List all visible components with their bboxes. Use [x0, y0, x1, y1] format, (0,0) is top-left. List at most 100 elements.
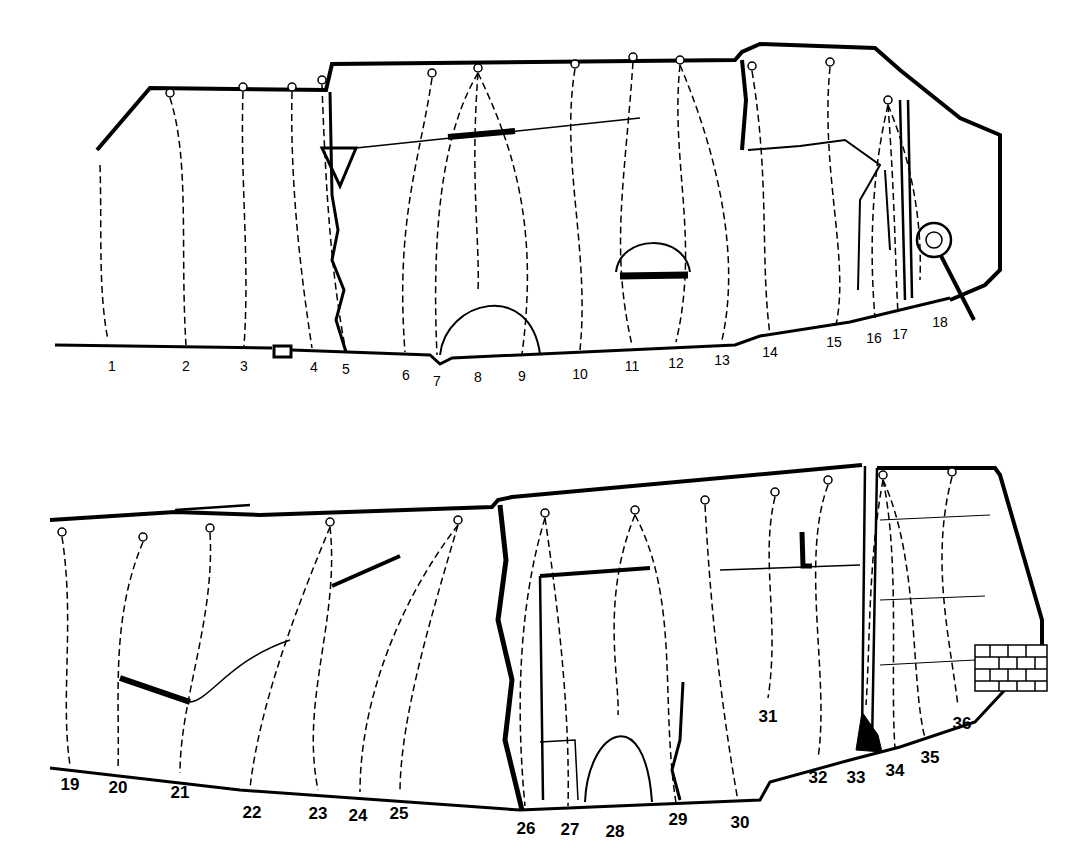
anchor: [139, 533, 147, 541]
route-line: [118, 542, 143, 768]
anchor: [326, 518, 334, 526]
callout-number: 21: [171, 784, 190, 801]
tree-crown: [917, 223, 951, 257]
callout-number: 4: [310, 360, 318, 374]
route-line: [828, 67, 840, 325]
anchor: [884, 96, 892, 104]
route-line: [942, 477, 958, 706]
route-line: [478, 73, 527, 354]
callout-number: 31: [759, 708, 778, 725]
route-line: [883, 480, 925, 738]
anchor: [541, 509, 549, 517]
route-line: [313, 527, 331, 790]
block: [540, 740, 578, 800]
anchors: [58, 468, 956, 541]
cave: [856, 712, 882, 752]
ground-line: [55, 298, 950, 364]
callout-number: 12: [668, 356, 684, 370]
route-line: [621, 62, 633, 345]
callout-number: 16: [866, 331, 882, 345]
route-line: [635, 515, 676, 803]
dark-hold: [620, 275, 688, 276]
anchor: [748, 62, 756, 70]
dark-band: [120, 678, 190, 702]
anchor: [166, 89, 174, 97]
crack: [672, 682, 683, 800]
callout-number: 13: [714, 353, 730, 367]
route-line: [400, 525, 458, 793]
anchors: [166, 53, 892, 104]
overhang: [175, 505, 250, 510]
anchor: [826, 58, 834, 66]
anchor: [948, 468, 956, 476]
route-line: [752, 71, 770, 335]
crack: [330, 92, 346, 352]
route-line: [250, 527, 330, 788]
callout-number: 19: [61, 776, 80, 793]
route-line: [242, 92, 246, 346]
crack: [900, 100, 912, 300]
route-lines: [100, 62, 920, 355]
callout-number: 20: [109, 779, 128, 796]
callout-number: 5: [342, 362, 350, 376]
route-line: [436, 73, 478, 355]
lower-crag: [50, 465, 1042, 810]
anchor: [771, 488, 779, 496]
callout-number: 35: [921, 749, 940, 766]
anchor: [629, 53, 637, 61]
anchor: [206, 524, 214, 532]
anchor: [474, 64, 482, 72]
tree-crown: [926, 232, 942, 248]
callout-number: 26: [517, 820, 536, 837]
anchor: [239, 83, 247, 91]
callout-number: 10: [572, 367, 588, 381]
callout-number: 15: [826, 335, 842, 349]
ledge-line: [540, 568, 650, 576]
brick-wall: [975, 645, 1047, 691]
arch: [585, 736, 652, 802]
callout-number: 6: [402, 368, 410, 382]
route-line: [360, 525, 458, 792]
ledge-line: [880, 515, 990, 665]
route-line: [62, 537, 70, 765]
callout-number: 7: [433, 374, 441, 388]
route-line: [676, 65, 686, 342]
ledge-line: [720, 565, 860, 570]
route-line: [888, 105, 898, 314]
route-line: [180, 533, 210, 773]
route-line: [680, 65, 729, 340]
block-symbol: [274, 346, 291, 357]
route-line: [816, 485, 828, 758]
route-line: [614, 515, 635, 715]
ledge-line: [748, 140, 890, 290]
ledge-line: [190, 640, 290, 702]
route-line: [872, 105, 888, 318]
route-line: [403, 78, 432, 352]
anchor: [631, 506, 639, 514]
ledge-line: [356, 118, 640, 148]
callout-number: 36: [953, 715, 972, 732]
anchor: [288, 83, 296, 91]
anchor: [571, 60, 579, 68]
crack: [498, 505, 522, 810]
callout-number: 28: [606, 823, 625, 840]
callout-number: 27: [561, 821, 580, 838]
callout-number: 14: [762, 345, 778, 359]
callout-number: 33: [847, 769, 866, 786]
callout-number: 30: [731, 814, 750, 831]
callout-number: 11: [625, 359, 640, 373]
brick-wall: [975, 645, 1047, 691]
callout-number: 22: [243, 804, 262, 821]
route-line: [768, 497, 775, 698]
flake: [322, 148, 356, 186]
callout-number: 23: [309, 805, 328, 822]
corner-line: [540, 576, 543, 800]
route-line: [292, 92, 312, 348]
callout-number: 18: [932, 315, 948, 329]
callout-number: 29: [669, 811, 688, 828]
tree-trunk: [938, 250, 974, 320]
brick-wall: [975, 645, 1047, 691]
callout-number: 3: [240, 359, 248, 373]
